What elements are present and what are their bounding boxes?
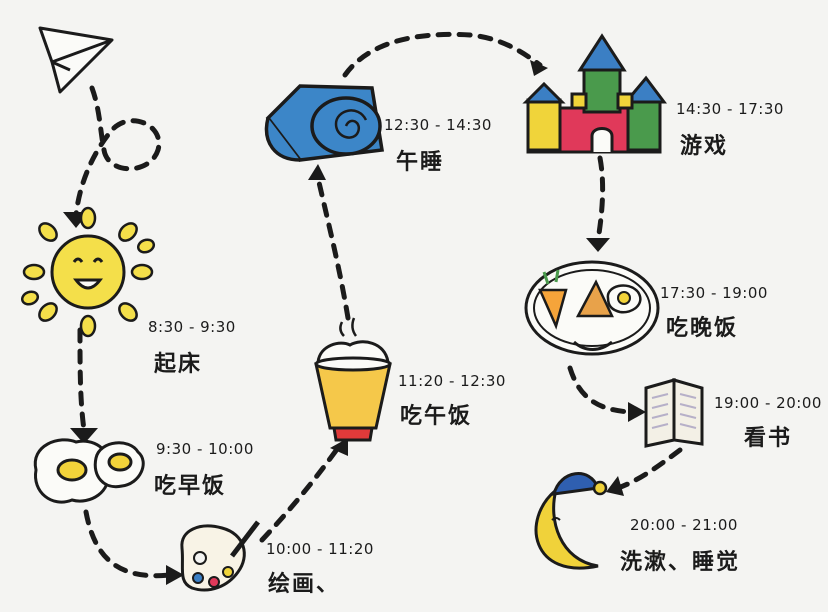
- nap-activity-label: 午睡: [396, 150, 445, 175]
- path-breakfast-to-painting: [83, 509, 173, 579]
- sleep-time-label: 20:00 - 21:00: [630, 516, 738, 534]
- reading-time-label: 19:00 - 20:00: [714, 394, 822, 412]
- crescent-moon-icon: [534, 472, 608, 570]
- path-painting-to-lunch: [259, 442, 343, 543]
- rolled-blanket-icon: [264, 84, 385, 162]
- paper-plane-icon: [38, 26, 114, 94]
- path-lunch-to-nap: [315, 175, 351, 321]
- paint-palette-icon: [180, 520, 260, 592]
- fried-eggs-icon: [33, 438, 145, 504]
- path-play-to-dinner: [595, 155, 606, 243]
- breakfast-activity-label: 吃早饭: [154, 474, 227, 499]
- lunch-activity-label: 吃午饭: [400, 404, 473, 429]
- path-nap-to-play: [342, 31, 543, 78]
- path-wake-to-breakfast: [77, 327, 87, 433]
- open-book-icon: [644, 378, 704, 448]
- painting-activity-label: 绘画、: [268, 572, 341, 597]
- wake-activity-label: 起床: [154, 352, 203, 377]
- rice-bowl-icon: [314, 317, 392, 442]
- dinner-activity-label: 吃晚饭: [666, 316, 739, 341]
- dinner-time-label: 17:30 - 19:00: [660, 284, 768, 302]
- reading-activity-label: 看书: [744, 426, 793, 451]
- breakfast-time-label: 9:30 - 10:00: [156, 440, 254, 458]
- castle-icon: [522, 33, 667, 154]
- path-reading-to-sleep: [615, 447, 683, 491]
- sleep-activity-label: 洗漱、睡觉: [620, 550, 741, 575]
- wake-time-label: 8:30 - 9:30: [148, 318, 236, 336]
- nap-time-label: 12:30 - 14:30: [384, 116, 492, 134]
- sun-icon: [20, 206, 156, 338]
- lunch-time-label: 11:20 - 12:30: [398, 372, 506, 390]
- dinner-plate-icon: [524, 260, 660, 356]
- path-dinner-to-reading: [567, 365, 633, 415]
- path-start-loop: [73, 85, 162, 218]
- painting-time-label: 10:00 - 11:20: [266, 540, 374, 558]
- play-time-label: 14:30 - 17:30: [676, 100, 784, 118]
- play-activity-label: 游戏: [680, 134, 729, 159]
